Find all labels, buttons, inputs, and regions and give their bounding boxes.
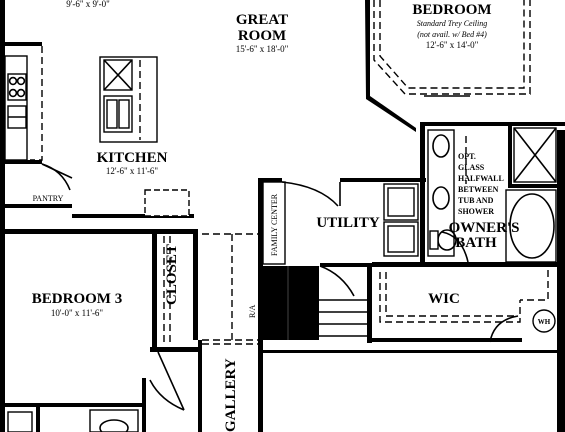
bedroom-top-note1: Standard Trey Ceiling	[417, 19, 488, 28]
utility-fixtures	[262, 181, 419, 340]
gallery-outline	[202, 233, 258, 345]
room-labels: 9'-6" x 9'-0" GREAT ROOM 15'-6" x 18'-0"…	[32, 0, 551, 432]
water-heater-label: WH	[538, 318, 551, 326]
wic-title: WIC	[428, 291, 460, 307]
kitchen-title: KITCHEN	[97, 150, 168, 166]
kitchen-fixtures	[4, 46, 190, 217]
opt-glass-line3: HALFWALL	[458, 174, 504, 183]
opt-glass-line2: GLASS	[458, 163, 485, 172]
owners-bath-title-line2: BATH	[455, 235, 497, 251]
bedroom-top-dims: 12'-6" x 14'-0"	[426, 40, 479, 50]
opt-glass-line1: OPT.	[458, 152, 476, 161]
bedroom-top-title: BEDROOM	[412, 2, 491, 18]
great-room-dims: 15'-6" x 18'-0"	[236, 44, 289, 54]
wic-fixtures	[379, 270, 556, 343]
owners-bath-title-line1: OWNER'S	[449, 220, 520, 236]
pantry-label: PANTRY	[33, 194, 64, 203]
top-left-room-dims: 9'-6" x 9'-0"	[66, 0, 110, 9]
opt-glass-line5: TUB AND	[458, 196, 494, 205]
bedroom3-fixtures	[7, 236, 185, 432]
utility-title: UTILITY	[316, 215, 380, 231]
opt-glass-line4: BETWEEN	[458, 185, 499, 194]
great-room-title-line2: ROOM	[238, 28, 286, 44]
great-room-title-line1: GREAT	[236, 12, 288, 28]
bedroom3-dims: 10'-0" x 11'-6"	[51, 308, 104, 318]
opt-glass-line6: SHOWER	[458, 207, 494, 216]
gallery-label: GALLERY	[223, 358, 239, 432]
ra-label: R/A	[248, 304, 257, 318]
bedroom-top-note2: (not avail. w/ Bed #4)	[417, 30, 487, 39]
bedroom-top-outline	[373, 0, 531, 97]
closet-label: CLOSET	[164, 244, 180, 305]
owners-bath-fixtures	[427, 127, 557, 263]
bedroom3-title: BEDROOM 3	[32, 291, 122, 307]
family-center-label: FAMILY CENTER	[270, 193, 279, 256]
kitchen-dims: 12'-6" x 11'-6"	[106, 166, 159, 176]
